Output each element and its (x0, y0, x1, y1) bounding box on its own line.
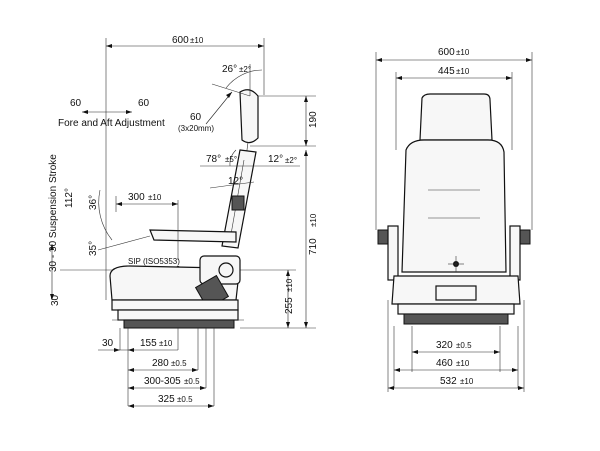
side-overall-width-dimension: 600 ±10 (105, 35, 265, 300)
front-overall-width-dimension: 600 ±10 (375, 47, 533, 230)
front-base-width-tol: ±10 (460, 377, 474, 386)
side-overall-width-value: 600 (172, 35, 189, 46)
side-headrest: 26° ±2° 60 (3x20mm) (178, 64, 263, 159)
front-view: 600 ±10 445 ±10 (375, 47, 533, 392)
d155-value: 155 (140, 338, 157, 349)
side-view: 600 ±10 60 60 Fore and Aft Adjustment 30… (48, 35, 319, 408)
armrest-angle-up-value: 112° (64, 188, 75, 208)
front-overall-width-tol: ±10 (456, 48, 470, 57)
seat-height-tol: ±10 (285, 278, 294, 292)
headrest-height-value: 190 (308, 111, 319, 128)
fore-aft-adjustment: 60 60 Fore and Aft Adjustment (58, 98, 165, 129)
d300-value: 300-305 (144, 376, 181, 387)
front-headrest (419, 93, 493, 141)
armrest-angle-low-value: 35° (88, 241, 99, 256)
sip-label: SIP (ISO5353) (128, 257, 180, 266)
front-mount-outer-dimension: 460 ±10 (393, 326, 519, 388)
d325-value: 325 (158, 394, 175, 405)
d300-tol: ±0.5 (184, 377, 200, 386)
seat-height-value: 255 (284, 297, 295, 314)
back-angle-tol: ±5° (225, 155, 237, 164)
headrest-height-dimension: 190 (250, 95, 319, 147)
side-offset-value: 30 (50, 294, 61, 306)
headrest-adjust-value: 60 (190, 112, 202, 123)
headrest-adjust-note: (3x20mm) (178, 124, 214, 133)
back-recline-value: 12° (268, 154, 283, 165)
total-height-tol: ±10 (309, 213, 318, 227)
fore-aft-left-value: 60 (70, 98, 82, 109)
seat-height-dimension: 255 ±10 (284, 270, 295, 328)
d280-value: 280 (152, 358, 169, 369)
front-back-width-tol: ±10 (456, 67, 470, 76)
front-overall-width-value: 600 (438, 47, 455, 58)
front-mount-inner-value: 320 (436, 340, 453, 351)
back-recline-tol: ±2° (285, 156, 297, 165)
fore-aft-label: Fore and Aft Adjustment (58, 118, 165, 129)
suspension-stroke-label: 30 - 30 Suspension Stroke (48, 154, 59, 272)
front-back-width-value: 445 (438, 66, 455, 77)
armrest-length-value: 300 (128, 192, 145, 203)
front-mount-inner-dimension: 320 ±0.5 (411, 326, 501, 372)
d155-tol: ±10 (159, 339, 173, 348)
left-offset-value: 30 (102, 338, 114, 349)
front-mount-inner-tol: ±0.5 (456, 341, 472, 350)
front-backrest (401, 139, 507, 273)
side-suspension-base (111, 299, 244, 329)
front-mount-outer-tol: ±10 (456, 359, 470, 368)
front-base-width-value: 532 (440, 376, 457, 387)
side-overall-width-tol: ±10 (190, 36, 204, 45)
d280-tol: ±0.5 (171, 359, 187, 368)
front-seat-base (391, 275, 521, 325)
front-back-width-dimension: 445 ±10 (395, 66, 513, 150)
headrest-angle-value: 26° (222, 64, 237, 75)
backrest-angle-markers: 78° ±5° 12° ±2° 12° (200, 149, 300, 189)
back-tilt-value: 12° (228, 176, 243, 187)
front-sip-mark (448, 256, 464, 272)
side-backrest (221, 149, 257, 249)
bottom-dimensions: 30 155 ±10 280 ±0.5 300-305 ±0.5 325 ±0.… (98, 328, 215, 408)
armrest-angle-mid-value: 36° (88, 195, 99, 210)
fore-aft-right-value: 60 (138, 98, 150, 109)
total-height-dimension: 710 ±10 (240, 150, 319, 329)
d325-tol: ±0.5 (177, 395, 193, 404)
armrest-length-tol: ±10 (148, 193, 162, 202)
front-base-width-dimension: 532 ±10 (387, 300, 525, 392)
side-armrest: 300 ±10 112° 36° 35° (64, 188, 237, 260)
total-height-value: 710 (308, 238, 319, 255)
headrest-angle-tol: ±2° (239, 65, 251, 74)
front-armrests (377, 225, 531, 281)
back-angle-value: 78° (206, 154, 221, 165)
front-mount-outer-value: 460 (436, 358, 453, 369)
